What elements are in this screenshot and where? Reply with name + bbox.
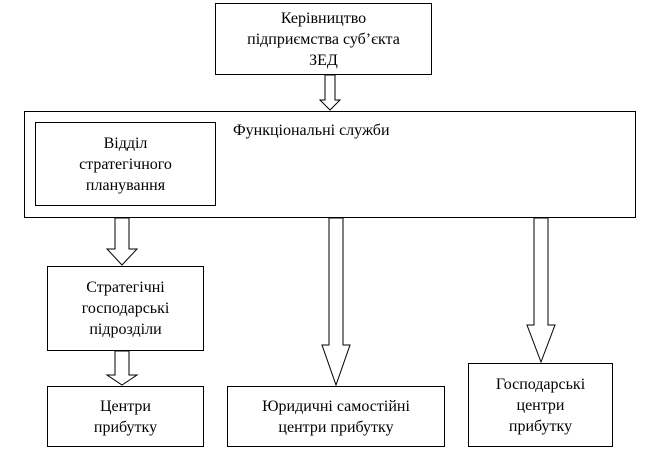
strategic-units-line-2: господарські: [81, 300, 170, 317]
management-line-1: Керівництво: [280, 9, 367, 27]
profit-centers-line-2: прибутку: [93, 418, 158, 436]
economic-centers-line-3: прибутку: [508, 417, 573, 435]
strategic-units-line-3: підрозділи: [89, 321, 162, 338]
management-box: Керівництво підприємства суб’єкта ЗЕД: [215, 3, 432, 75]
strategic-planning-line-3: планування: [85, 176, 166, 194]
arrow-functional-to-strategic-units: [105, 217, 139, 266]
strategic-planning-department-box: Відділ стратегічного планування: [35, 122, 216, 206]
legal-centers-line-2: центри прибутку: [278, 418, 394, 436]
functional-services-title: Функціональні служби: [233, 122, 390, 139]
strategic-units-line-1: Стратегічні: [86, 279, 165, 296]
economic-centers-line-2: центри: [516, 396, 565, 414]
strategic-planning-line-1: Відділ: [103, 134, 148, 152]
strategic-planning-line-2: стратегічного: [79, 155, 172, 173]
legal-independent-profit-centers-box: Юридичні самостійні центри прибутку: [227, 386, 445, 447]
management-line-2: підприємства суб’єкта: [247, 30, 400, 48]
strategic-business-units-box: Стратегічні господарські підрозділи: [47, 266, 204, 351]
arrow-functional-to-legal-centers: [321, 217, 351, 387]
arrow-strategic-units-to-profit-centers: [105, 350, 139, 386]
profit-centers-box: Центри прибутку: [47, 386, 204, 447]
profit-centers-line-1: Центри: [100, 397, 151, 415]
legal-centers-line-1: Юридичні самостійні: [262, 397, 410, 415]
management-line-3: ЗЕД: [309, 51, 338, 69]
arrow-functional-to-economic-centers: [526, 217, 556, 364]
arrow-management-to-functional: [318, 74, 342, 111]
economic-centers-line-1: Господарські: [495, 375, 586, 393]
economic-profit-centers-box: Господарські центри прибутку: [468, 363, 613, 447]
